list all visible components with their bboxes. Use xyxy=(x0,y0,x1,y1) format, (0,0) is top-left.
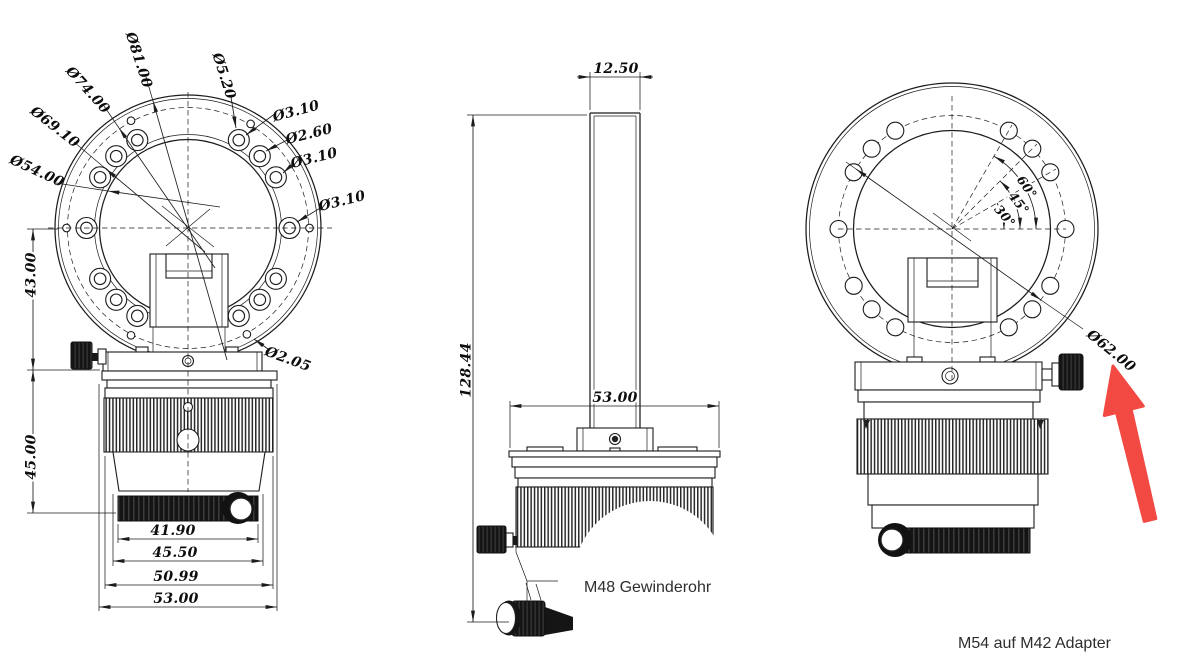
dim-d2-05: Ø2.05 xyxy=(262,343,313,375)
dim-d62: Ø62.00 xyxy=(1083,326,1139,375)
red-annotation-arrow xyxy=(1102,364,1158,523)
back-body xyxy=(854,353,1084,557)
side-view: 12.50 128.44 53.00 M48 Gewinderohr xyxy=(457,61,726,653)
side-thumbscrew-upper xyxy=(476,525,517,554)
back-knurled-ring xyxy=(856,418,1049,475)
side-bracket xyxy=(576,427,654,454)
dim-d5-20: Ø5.20 xyxy=(208,50,238,101)
front-dovetail-bracket xyxy=(149,253,229,352)
dim-w12-50: 12.50 xyxy=(593,61,638,77)
back-thumbscrew xyxy=(1041,353,1084,391)
back-dovetail-bracket xyxy=(907,257,998,360)
side-thumbscrew-lower xyxy=(495,600,573,637)
dim-w50-99: 50.99 xyxy=(153,569,198,585)
dim-w53-00-side: 53.00 xyxy=(592,390,637,406)
dim-w53-00: 53.00 xyxy=(153,591,198,607)
label-m54-adapter: M54 auf M42 Adapter xyxy=(958,635,1112,652)
label-m48-gewinderohr: M48 Gewinderohr xyxy=(584,579,712,596)
dim-d3-10-a: Ø3.10 xyxy=(270,98,321,126)
dim-h128-44: 128.44 xyxy=(459,342,475,397)
dim-w45-50: 45.50 xyxy=(152,545,197,561)
dim-d74: Ø74.00 xyxy=(62,63,113,117)
back-thread-tube xyxy=(878,523,1031,557)
back-view: 60° 45° 30° Ø62.00 M54 auf M42 Adapter xyxy=(805,82,1158,652)
front-knurled-ring xyxy=(103,397,274,453)
front-centerlines xyxy=(48,92,332,492)
front-thread-tube xyxy=(117,492,259,524)
side-flange-plate xyxy=(589,112,641,450)
dim-h43: 43.00 xyxy=(24,252,40,297)
dim-d81: Ø81.00 xyxy=(122,29,155,90)
dim-d54: Ø54.00 xyxy=(6,152,66,191)
side-knurl-break xyxy=(574,501,726,653)
front-thumbscrew xyxy=(70,341,107,370)
front-view: Ø81.00 Ø74.00 Ø69.10 Ø54.00 Ø5.20 Ø3.10 … xyxy=(6,29,367,611)
dim-w41-90: 41.90 xyxy=(150,523,195,539)
dim-d69: Ø69.10 xyxy=(26,103,82,152)
dim-d3-10-c: Ø3.10 xyxy=(316,188,367,215)
front-body xyxy=(70,341,278,524)
front-bolt-holes xyxy=(62,116,314,340)
dim-d2-60: Ø2.60 xyxy=(283,121,334,148)
side-body xyxy=(476,446,726,653)
side-dimensions: 12.50 128.44 53.00 xyxy=(457,61,720,623)
back-centerlines xyxy=(838,96,1066,380)
dim-h45: 45.00 xyxy=(24,434,40,479)
